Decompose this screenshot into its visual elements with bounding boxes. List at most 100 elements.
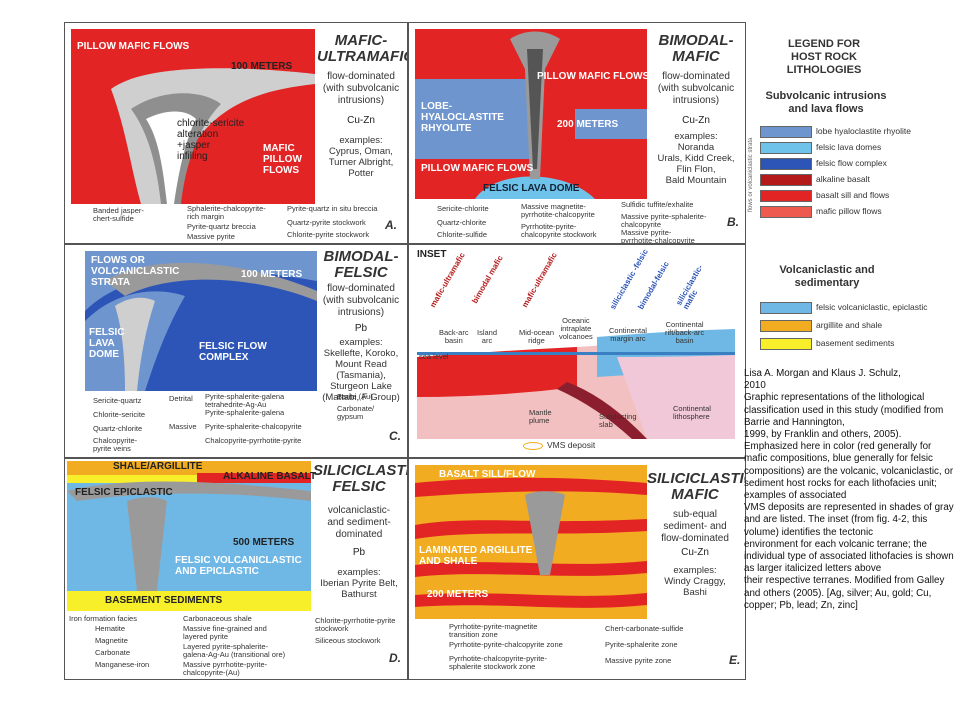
- panel-e-diagram: [415, 465, 647, 619]
- panel-c-title: BIMODAL- FELSIC: [323, 248, 399, 281]
- legend-label-5: mafic pillow flows: [816, 206, 882, 216]
- panel-a-letter: A.: [385, 218, 397, 232]
- legend-label-2: felsic flow complex: [816, 158, 887, 168]
- pillow-label: PILLOW MAFIC FLOWS: [77, 41, 190, 52]
- mafic-label: MAFIC PILLOW FLOWS: [263, 143, 302, 176]
- key-d-1: Hematite: [95, 624, 126, 633]
- key-d-9: Chlorite-pyrrhotite-pyrite stockwork: [315, 616, 396, 633]
- argillite-label: LAMINATED ARGILLITE AND SHALE: [419, 545, 533, 567]
- key-d-2: Magnetite: [95, 636, 128, 645]
- inset-top-1: bimodal mafic: [470, 253, 505, 305]
- panel-e-examples: examples: Windy Craggy, Bashi: [664, 565, 726, 598]
- key-b-0: Sericite-chlorite: [437, 204, 489, 213]
- key-c-5: Pyrite-sphalerite-galena tetrahedrite-Ag…: [205, 392, 285, 409]
- key-d-8: Massive pyrrhotite-pyrite- chalcopyrite-…: [183, 660, 268, 677]
- key-a-1: Sphalerite-chalcopyrite- rich margin: [187, 204, 266, 221]
- inset-diagram: [417, 327, 735, 439]
- legend-swatch-4: [760, 190, 812, 202]
- panel-d: SHALE/ARGILLITE ALKALINE BASALT FELSIC E…: [64, 458, 408, 680]
- key-b-3: Massive magnetite- pyrrhotite-chalcopyri…: [521, 202, 595, 219]
- scale-label: 100 METERS: [231, 61, 293, 72]
- basalt-label: BASALT SILL/FLOW: [439, 469, 536, 480]
- panel-c-metal: Pb: [354, 323, 368, 334]
- basement-label: BASEMENT SEDIMENTS: [105, 595, 223, 606]
- legend-vswatch-2: [760, 338, 812, 350]
- key-b-5: Sulfidic tuffite/exhalite: [621, 200, 694, 209]
- key-a-0: Banded jasper- chert-sulfide: [93, 206, 144, 223]
- key-e-0: Pyrrhotite-pyrite-magnetite transition z…: [449, 622, 538, 639]
- panel-b-title: BIMODAL- MAFIC: [658, 32, 734, 65]
- panel-e-metal: Cu-Zn: [681, 547, 709, 558]
- key-d-7: Layered pyrite-sphalerite- galena-Ag-Au …: [183, 642, 286, 659]
- inset-vms-icon: [523, 442, 543, 450]
- lobe-label: LOBE- HYALOCLASTITE RHYOLITE: [421, 101, 504, 134]
- legend-vswatch-0: [760, 302, 812, 314]
- key-b-4: Pyrrhotite-pyrite- chalcopyrite stockwor…: [521, 222, 597, 239]
- scale-label-c: 100 METERS: [241, 269, 303, 280]
- flows-label: FLOWS OR VOLCANICLASTIC STRATA: [91, 255, 180, 288]
- key-c-4: Detrital: [169, 394, 193, 403]
- key-c-0: Sericite-quartz: [93, 396, 142, 405]
- panel-d-letter: D.: [389, 651, 401, 665]
- panel-c-desc: flow-dominated (with subvolcanic intrusi…: [322, 283, 400, 318]
- scale-label-e: 200 METERS: [427, 589, 489, 600]
- legend-subvolcanic-title: Subvolcanic intrusions and lava flows: [765, 90, 887, 115]
- key-a-6: Chlorite-pyrite stockwork: [287, 230, 370, 239]
- volc-label: FELSIC VOLCANICLASTIC AND EPICLASTIC: [175, 555, 302, 577]
- panel-a-title: MAFIC- ULTRAMAFIC: [317, 32, 408, 65]
- legend-swatch-2: [760, 158, 812, 170]
- key-c-2: Quartz-chlorite: [93, 424, 143, 433]
- dome-label-c: FELSIC LAVA DOME: [89, 327, 125, 360]
- panel-a-metal: Cu-Zn: [347, 115, 375, 126]
- shale-label: SHALE/ARGILLITE: [113, 461, 203, 472]
- pillow-top-label: PILLOW MAFIC FLOWS: [537, 71, 650, 82]
- key-d-4: Manganese-iron: [95, 660, 150, 669]
- dome-label: FELSIC LAVA DOME: [483, 183, 580, 194]
- caption-line-4: compositions) are the volcanic, volcanic…: [744, 465, 954, 502]
- inset-setting-3: Oceanic intraplate volcanoes: [559, 316, 593, 341]
- panel-d-diagram: [67, 461, 311, 611]
- key-a-2: Pyrite-quartz breccia: [187, 222, 256, 231]
- panel-b-desc: flow-dominated (with subvolcanic intrusi…: [657, 71, 735, 106]
- panel-b-examples: examples: Noranda Urals, Kidd Creek, Fli…: [657, 131, 735, 186]
- inset-slab: Subducting slab: [599, 412, 637, 429]
- key-c-9: Massive: [169, 422, 197, 431]
- complex-label: FELSIC FLOW COMPLEX: [199, 341, 267, 363]
- key-e-5: Massive pyrite zone: [605, 656, 672, 665]
- legend-vswatch-1: [760, 320, 812, 332]
- panel-e: BASALT SILL/FLOW LAMINATED ARGILLITE AND…: [408, 458, 746, 680]
- key-e-1: Pyrrhotite-pyrite-chalcopyrite zone: [449, 640, 563, 649]
- panel-b-diagram: [415, 29, 647, 199]
- inset-sea-level: sea level: [419, 352, 449, 361]
- legend-vlabel-1: argillite and shale: [816, 320, 883, 330]
- panel-a-desc: flow-dominated (with subvolcanic intrusi…: [322, 71, 400, 106]
- panel-a: PILLOW MAFIC FLOWS 100 METERS chlorite-s…: [64, 22, 408, 244]
- legend-label-0: lobe hyaloclastite rhyolite: [816, 126, 911, 136]
- key-d-3: Carbonate: [95, 648, 131, 657]
- key-c-10: Barite (Au): [337, 392, 373, 401]
- figure-caption: Lisa A. Morgan and Klaus J. Schulz, 2010…: [744, 368, 956, 612]
- legend-vlabel-0: felsic volcaniclastic, epiclastic: [816, 302, 928, 312]
- key-c-11: Carbonate/ gypsum: [337, 404, 375, 421]
- inset-top-4: bimodal-felsic: [636, 259, 671, 311]
- panel-d-desc: volcaniclastic- and sediment- dominated: [327, 505, 391, 540]
- legend-vertical-label: flows or volcaniclastic strata: [748, 137, 754, 212]
- inset-top-5: siliciclastic- mafic: [674, 263, 705, 311]
- key-e-3: Chert-carbonate-sulfide: [605, 624, 684, 633]
- inset-mantle: Mantle plume: [529, 408, 552, 425]
- panel-c: FLOWS OR VOLCANICLASTIC STRATA 100 METER…: [64, 244, 408, 458]
- panel-c-diagram: [85, 251, 317, 391]
- key-d-6: Massive fine-grained and layered pyrite: [183, 624, 267, 641]
- legend-label-3: alkaline basalt: [816, 174, 870, 184]
- legend-vlabel-2: basement sediments: [816, 338, 895, 348]
- legend-swatch-0: [760, 126, 812, 138]
- caption-line-7: their respective terranes. Modified from…: [744, 575, 945, 611]
- inset-top-0: mafic-ultramafic: [428, 250, 467, 309]
- key-c-1: Chlorite-sericite: [93, 410, 146, 419]
- inset-setting-5: Continental rift/back-arc basin: [665, 320, 705, 345]
- key-b-2: Chlorite-sulfide: [437, 230, 488, 239]
- scale-label-b: 200 METERS: [557, 119, 619, 130]
- legend-title: LEGEND FOR HOST ROCK LITHOLOGIES: [786, 38, 862, 76]
- caption-line-3: 1999, by Franklin and others, 2005). Emp…: [744, 429, 933, 465]
- legend-swatch-3: [760, 174, 812, 186]
